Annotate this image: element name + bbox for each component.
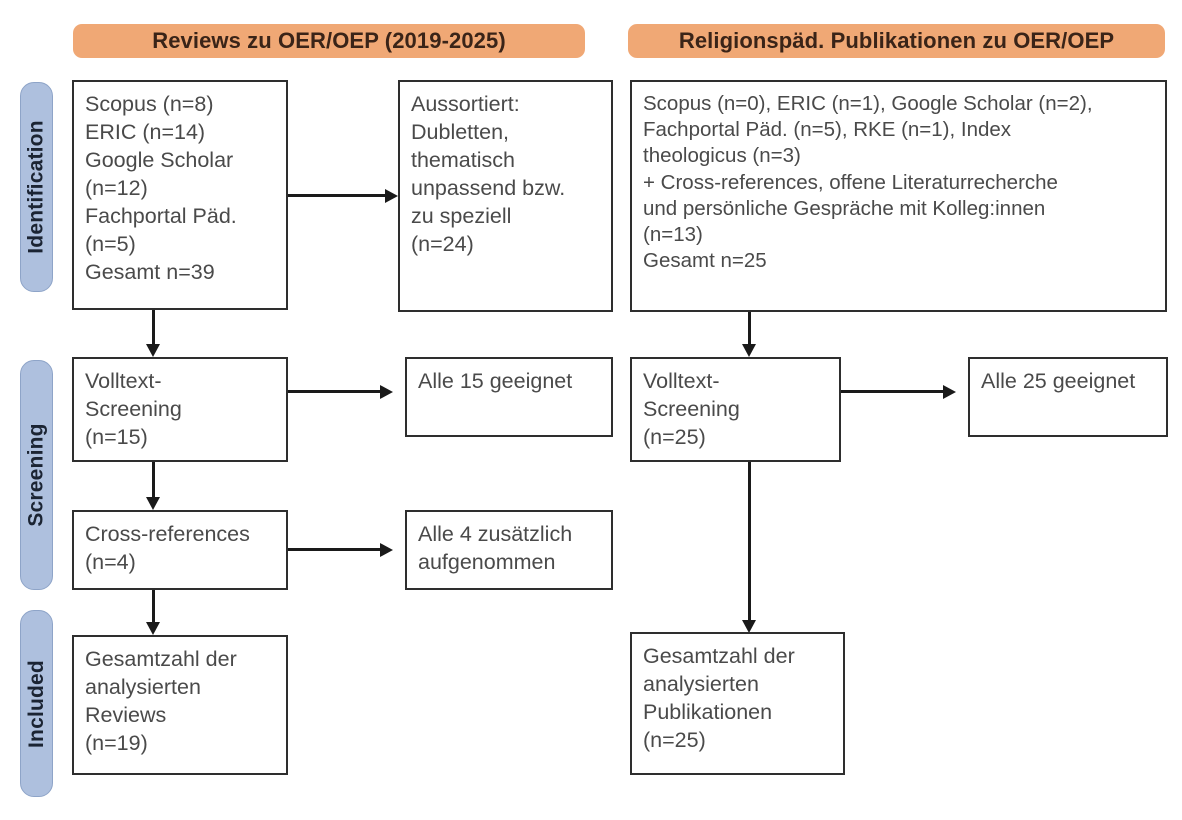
connector-left-screening-to-eligible: [288, 390, 380, 393]
arrowhead-right-screening-to-included: [742, 620, 756, 633]
arrowhead-left-sources-to-screening: [146, 344, 160, 357]
stage-label-identification: Identification: [24, 120, 48, 254]
connector-left-screening-to-crossrefs: [152, 462, 155, 500]
connector-right-screening-to-eligible: [841, 390, 943, 393]
connector-left-sources-to-excluded: [288, 194, 385, 197]
arrowhead-right-screening-to-eligible: [943, 385, 956, 399]
stage-label-screening: Screening: [24, 423, 48, 527]
box-right-identification-sources-text: Scopus (n=0), ERIC (n=1), Google Scholar…: [643, 92, 1093, 273]
stage-label-included: Included: [24, 659, 48, 748]
arrowhead-left-crossrefs-to-included: [146, 622, 160, 635]
box-right-screening-fulltext-text: Volltext- Screening (n=25): [643, 369, 740, 449]
box-left-identification-excluded: Aussortiert: Dubletten, thematisch unpas…: [398, 80, 613, 312]
box-left-crossrefs-text: Cross-references (n=4): [85, 522, 250, 574]
box-left-screening-fulltext-text: Volltext- Screening (n=15): [85, 369, 182, 449]
box-left-identification-sources-text: Scopus (n=8) ERIC (n=14) Google Scholar …: [85, 92, 237, 284]
arrowhead-left-screening-to-eligible: [380, 385, 393, 399]
stage-pill-screening: Screening: [20, 360, 53, 590]
box-left-screening-eligible: Alle 15 geeignet: [405, 357, 613, 437]
box-right-included-total-text: Gesamtzahl der analysierten Publikatione…: [643, 644, 795, 752]
box-left-included-total-text: Gesamtzahl der analysierten Reviews (n=1…: [85, 647, 237, 755]
box-left-identification-sources: Scopus (n=8) ERIC (n=14) Google Scholar …: [72, 80, 288, 310]
box-right-screening-eligible-text: Alle 25 geeignet: [981, 369, 1136, 393]
connector-left-sources-to-screening: [152, 310, 155, 347]
box-left-screening-fulltext: Volltext- Screening (n=15): [72, 357, 288, 462]
column-header-reviews-label: Reviews zu OER/OEP (2019-2025): [152, 28, 506, 53]
arrowhead-right-sources-to-screening: [742, 344, 756, 357]
box-left-identification-excluded-text: Aussortiert: Dubletten, thematisch unpas…: [411, 92, 566, 256]
box-left-crossrefs-added-text: Alle 4 zusätzlich aufgenommen: [418, 522, 573, 574]
connector-left-crossrefs-to-included: [152, 590, 155, 626]
connector-right-sources-to-screening: [748, 312, 751, 347]
box-left-crossrefs-added: Alle 4 zusätzlich aufgenommen: [405, 510, 613, 590]
stage-pill-included: Included: [20, 610, 53, 797]
arrowhead-left-screening-to-crossrefs: [146, 497, 160, 510]
column-header-religionspaed: Religionspäd. Publikationen zu OER/OEP: [628, 24, 1165, 58]
connector-left-crossrefs-to-added: [288, 548, 380, 551]
box-left-included-total: Gesamtzahl der analysierten Reviews (n=1…: [72, 635, 288, 775]
column-header-reviews: Reviews zu OER/OEP (2019-2025): [73, 24, 585, 58]
box-left-screening-eligible-text: Alle 15 geeignet: [418, 369, 573, 393]
box-right-identification-sources: Scopus (n=0), ERIC (n=1), Google Scholar…: [630, 80, 1167, 312]
stage-pill-identification: Identification: [20, 82, 53, 292]
box-right-screening-eligible: Alle 25 geeignet: [968, 357, 1168, 437]
connector-right-screening-to-included: [748, 462, 751, 624]
box-left-crossrefs: Cross-references (n=4): [72, 510, 288, 590]
arrowhead-left-sources-to-excluded: [385, 189, 398, 203]
box-right-included-total: Gesamtzahl der analysierten Publikatione…: [630, 632, 845, 775]
box-right-screening-fulltext: Volltext- Screening (n=25): [630, 357, 841, 462]
arrowhead-left-crossrefs-to-added: [380, 543, 393, 557]
column-header-religionspaed-label: Religionspäd. Publikationen zu OER/OEP: [678, 28, 1115, 53]
